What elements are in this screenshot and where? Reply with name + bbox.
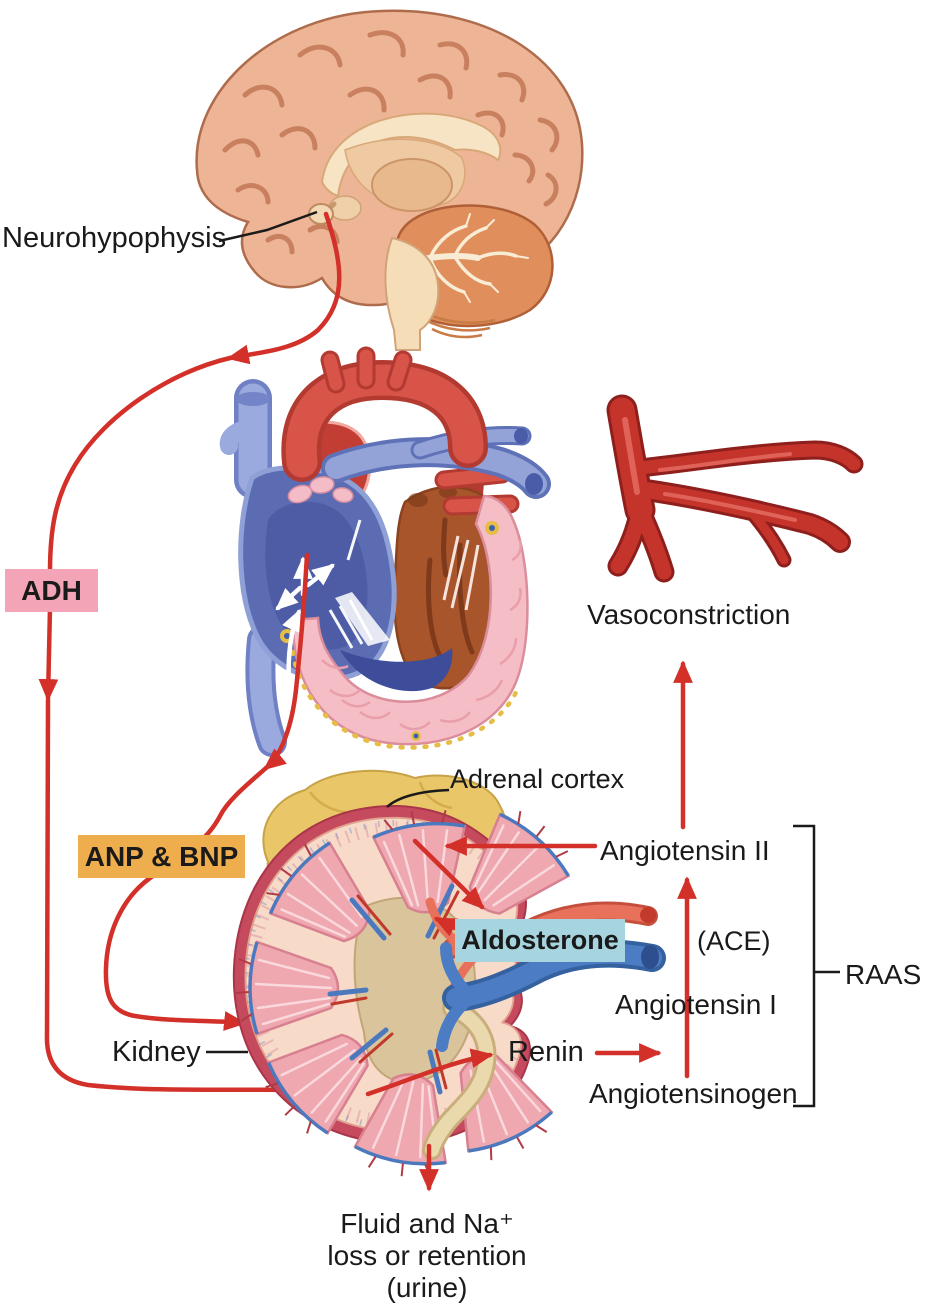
raas-label: RAAS: [845, 959, 922, 990]
arrow-adh-pathway: [38, 211, 342, 1100]
adh-label-box: ADH: [5, 569, 98, 612]
arrow-adrenal-to-aldosterone: [412, 838, 485, 910]
arrow-kidney-to-renin: [365, 1048, 494, 1097]
neurohypophysis-pointer-line: [218, 210, 318, 243]
connector-lines: [206, 210, 840, 1108]
vasoconstriction-label: Vasoconstriction: [587, 599, 791, 630]
urine-caption-line3: (urine): [386, 1272, 468, 1304]
anp-bnp-label-box: ANP & BNP: [78, 835, 245, 878]
atrial-stretch-arrows: [275, 556, 335, 707]
angiotensin-1-label: Angiotensin I: [615, 989, 777, 1020]
aldosterone-label-box: Aldosterone: [455, 919, 625, 962]
arrow-anp-bnp-pathway: [103, 552, 310, 1031]
arrow-aldosterone-to-kidney: [433, 916, 459, 937]
urine-caption: Fluid and Na⁺ loss or retention (urine): [317, 1208, 537, 1305]
blood-vessel-illustration: [606, 394, 864, 583]
angiotensin-2-label: Angiotensin II: [600, 835, 770, 866]
neurohypophysis-label: Neurohypophysis: [2, 222, 227, 254]
heart-illustration: [219, 346, 551, 757]
kidney-label: Kidney: [112, 1036, 201, 1068]
adrenal-cortex-pointer-line: [386, 788, 450, 808]
angiotensinogen-label: Angiotensinogen: [589, 1078, 798, 1109]
ace-label: (ACE): [697, 926, 771, 956]
urine-caption-line2: loss or retention: [327, 1240, 527, 1272]
urine-caption-line1: Fluid and Na⁺: [340, 1208, 514, 1239]
raas-bracket: [793, 824, 840, 1108]
raas-arrows: [365, 660, 697, 1192]
adrenal-cortex-label: Adrenal cortex: [450, 764, 625, 794]
renin-label: Renin: [508, 1036, 584, 1068]
kidney-illustration: [232, 769, 666, 1186]
brain-illustration: [195, 9, 584, 351]
